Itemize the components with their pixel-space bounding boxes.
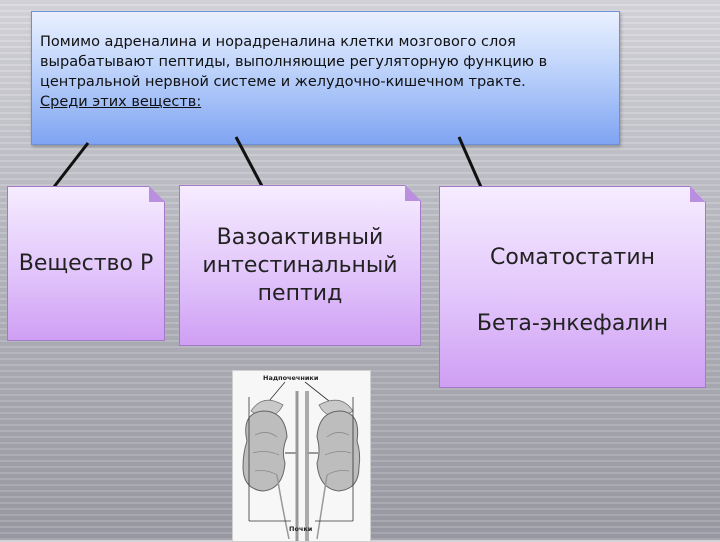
kidneys-drawing <box>242 381 361 541</box>
intro-text-box: Помимо адреналина и норадреналина клетки… <box>31 11 620 145</box>
card-label: Соматостатин <box>489 245 656 270</box>
intro-line: центральной нервной системе и желудочно-… <box>40 74 526 90</box>
card-label: Вещество Р <box>18 250 154 276</box>
card-fold <box>405 185 421 201</box>
card-fold <box>149 186 165 202</box>
intro-list-heading: Среди этих веществ: <box>40 94 202 110</box>
card-vip: Вазоактивный интестинальный пептид <box>179 185 421 346</box>
figure-bottom-label: Почки <box>289 525 313 533</box>
card-label: интестинальный <box>202 252 398 278</box>
card-substance-p: Вещество Р <box>7 186 165 341</box>
card-somatostatin-enkephalin: Соматостатин Бета-энкефалин <box>439 186 706 388</box>
intro-line: Помимо адреналина и норадреналина клетки… <box>40 34 516 50</box>
intro-line: вырабатывают пептиды, выполняющие регуля… <box>40 54 548 70</box>
card-label: пептид <box>257 280 343 306</box>
card-label: Вазоактивный <box>216 224 384 250</box>
card-label: Бета-энкефалин <box>476 311 669 336</box>
card-fold <box>690 186 706 202</box>
adrenal-kidney-illustration: Надпочечники Почки <box>232 370 371 542</box>
figure-top-label: Надпочечники <box>263 374 319 382</box>
